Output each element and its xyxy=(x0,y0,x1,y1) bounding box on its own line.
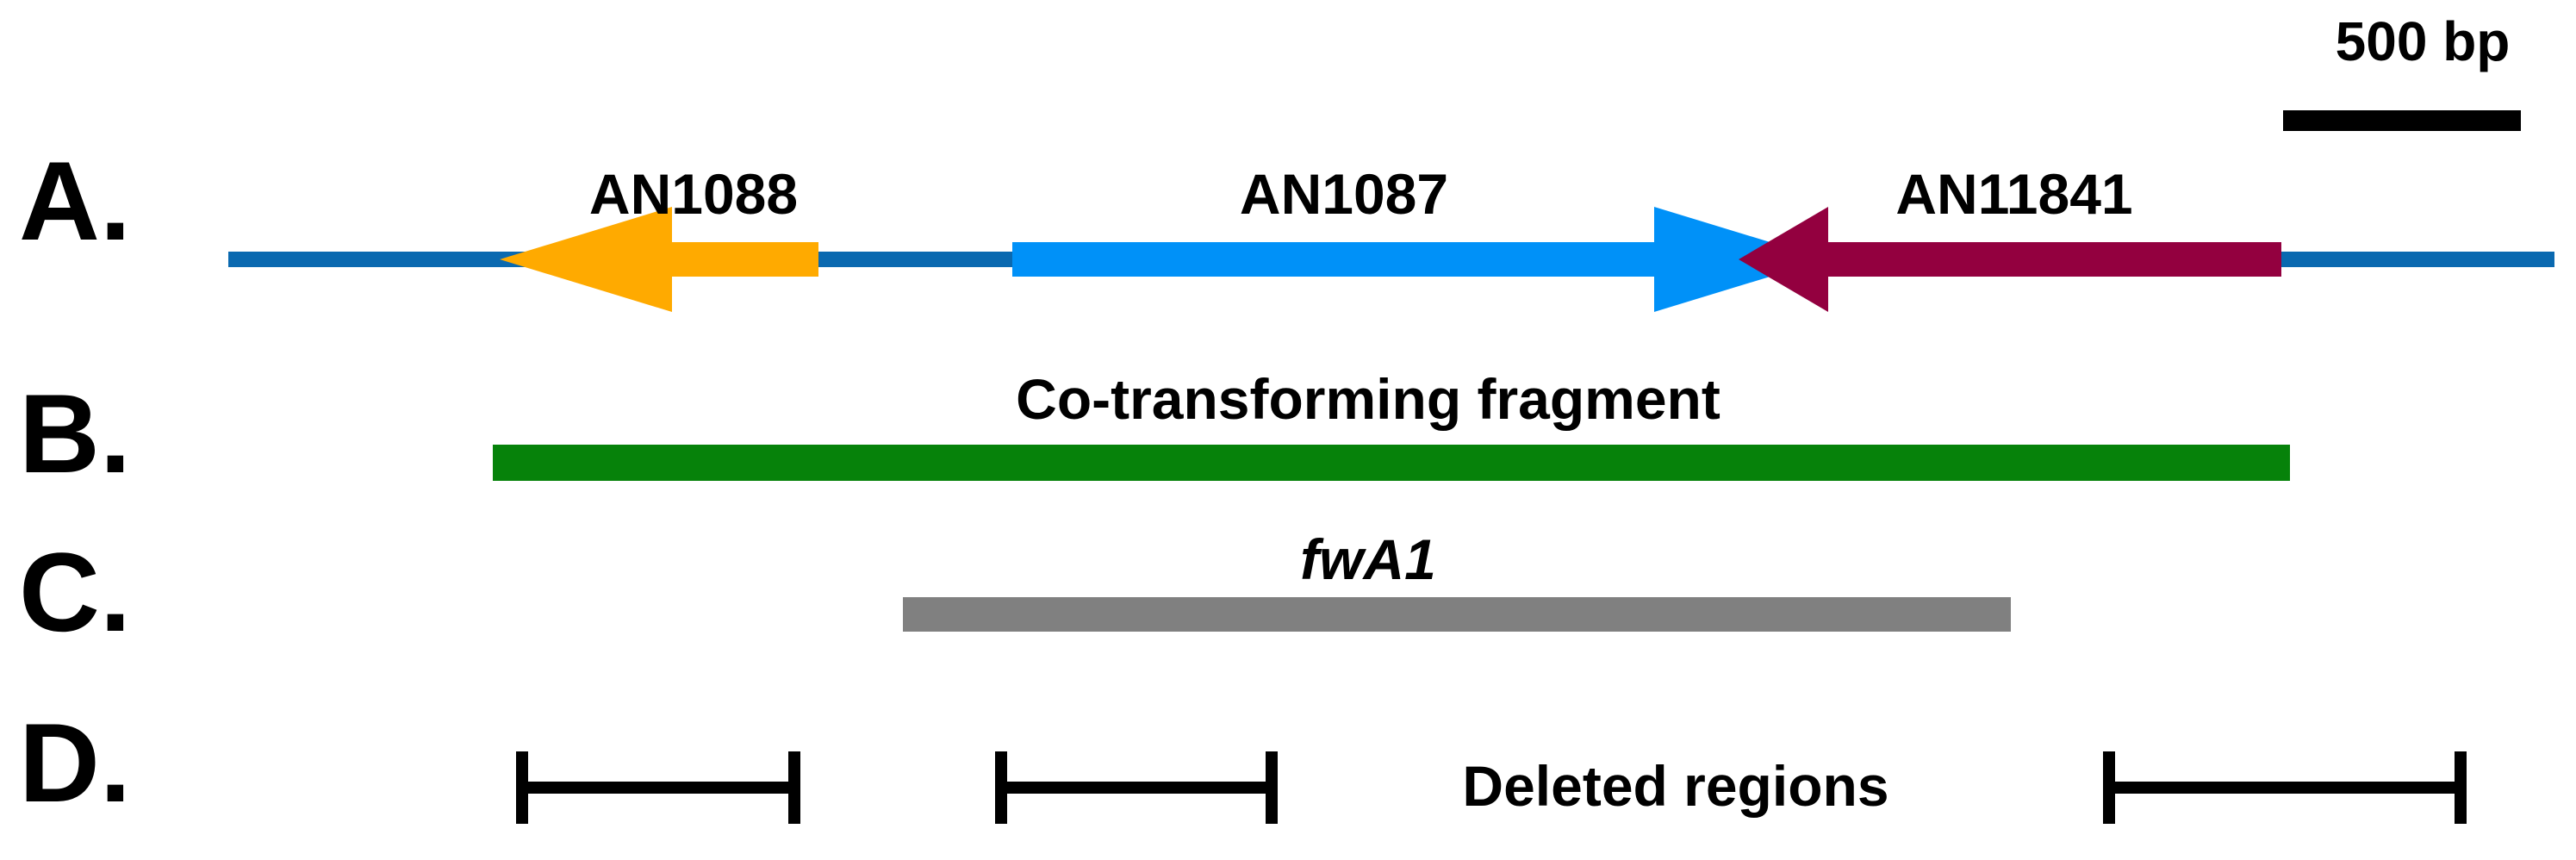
row-label-b: B. xyxy=(19,371,131,496)
deleted-region-1 xyxy=(516,751,800,824)
gene-label-an11841: AN11841 xyxy=(1895,162,2132,226)
row-label-a: A. xyxy=(19,138,131,264)
gene-arrow-an1087 xyxy=(1012,207,1826,312)
row-label-c: C. xyxy=(19,529,131,655)
cotransforming-fragment-bar xyxy=(493,445,2290,481)
deleted-region-2 xyxy=(995,751,1278,824)
gene-label-an1087: AN1087 xyxy=(1240,162,1448,226)
scale-bar-label: 500 bp xyxy=(2336,10,2511,72)
scale-bar xyxy=(2283,110,2521,131)
allele-bar xyxy=(903,597,2011,632)
cotransforming-fragment-label: Co-transforming fragment xyxy=(1016,367,1720,431)
gene-arrow-an11841 xyxy=(1739,207,2281,312)
allele-label: fwA1 xyxy=(1300,527,1436,591)
gene-arrow-an1088 xyxy=(500,207,818,312)
deleted-region-3 xyxy=(2103,751,2467,824)
gene-label-an1088: AN1088 xyxy=(589,162,798,226)
row-label-d: D. xyxy=(19,700,131,826)
deleted-regions-label: Deleted regions xyxy=(1462,754,1888,818)
